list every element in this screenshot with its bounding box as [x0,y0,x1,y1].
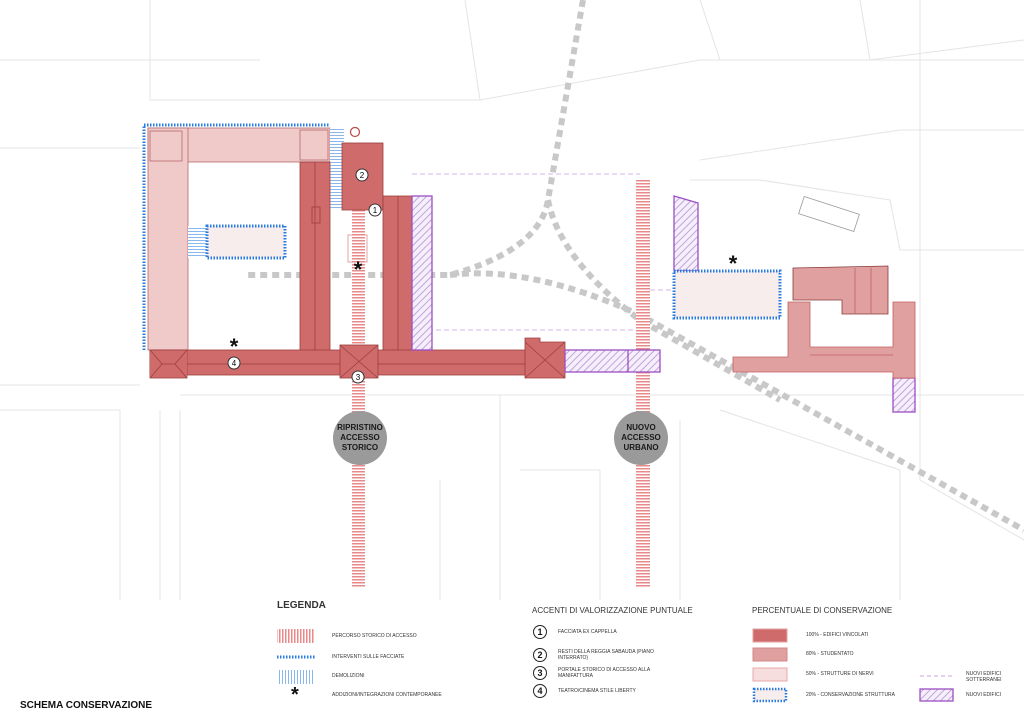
svg-text:ACCESSO: ACCESSO [621,433,661,442]
accent-label: TEATRO/CINEMA STILE LIBERTY [558,688,636,694]
demolition-area [188,226,207,258]
structure-20-right [672,269,782,320]
marker-3[interactable]: 3 [351,370,365,384]
svg-text:2: 2 [360,171,365,180]
historic-path-left [352,210,365,588]
facade-intervention-line [142,123,330,350]
conservation-label: 50% - STRUTTURE DI NERVI [806,671,874,677]
svg-text:ACCESSO: ACCESSO [340,433,380,442]
new-buildings-label: NUOVI EDIFICI [966,692,1002,698]
accent-number: 3 [537,668,542,678]
svg-text:STORICO: STORICO [342,443,378,452]
underground-label: NUOVI EDIFICI SOTTERRANEI [966,671,1002,683]
access-urban[interactable]: NUOVO ACCESSO URBANO [614,411,668,465]
accent-label: PORTALE STORICO DI ACCESSO ALLA MANIFATT… [558,667,650,679]
marker-4[interactable]: 4 [227,356,241,370]
accent-number: 2 [537,650,542,660]
svg-text:1: 1 [373,206,378,215]
swatch-80 [752,647,788,662]
legend-title: LEGENDA [277,600,326,611]
svg-text:RIPRISTINO: RIPRISTINO [337,423,383,432]
accent-number: 1 [537,627,542,637]
conservation-label: 20% - CONSERVAZIONE STRUTTURA [806,692,895,698]
accent-circles [533,625,547,698]
page-title: SCHEMA CONSERVAZIONE [20,700,153,711]
accent-number: 4 [537,686,542,696]
dashed-routes [245,0,1024,533]
chapel-footprint [347,234,368,263]
legend-swatch-path [277,629,315,643]
legend-swatch-demolition [277,670,315,684]
legend-item-label: ADDIZIONI/INTEGRAZIONI CONTEMPORANEE [332,692,442,698]
new-buildings [411,195,916,413]
swatch-100 [752,628,788,643]
marker-1[interactable]: 1 [368,203,382,217]
svg-text:4: 4 [232,359,237,368]
legend-item-label: DEMOLIZIONI [332,673,365,679]
swatch-50 [752,667,788,682]
demolition-area [330,128,344,210]
legend-item-label: PERCORSO STORICO DI ACCESSO [332,633,417,639]
svg-text:3: 3 [356,373,361,382]
accents-title: ACCENTI DI VALORIZZAZIONE PUNTUALE [532,606,693,615]
asterisk-marker: * [230,334,239,359]
asterisk-marker: * [729,251,738,276]
conservation-label: 100% - EDIFICI VINCOLATI [806,632,869,638]
conservation-title: PERCENTUALE DI CONSERVAZIONE [752,606,893,615]
conservation-label: 80% - STUDENTATO [806,651,854,657]
small-circle-marker [349,126,361,138]
svg-text:NUOVO: NUOVO [626,423,655,432]
building-50-nervi [147,127,331,351]
building-80-studentato [732,265,916,379]
marker-2[interactable]: 2 [355,168,369,182]
structure-20-left [205,224,287,260]
accent-label: RESTI DELLA REGGIA SABAUDA (PIANO INTERR… [558,649,654,661]
asterisk-marker: * [354,257,363,282]
underground-outline [412,173,672,331]
asterisk-icon: * [291,684,299,706]
swatch-20 [752,687,788,703]
building-100-vincolati [149,142,566,379]
accent-label: FACCIATA EX CAPPELLA [558,629,617,635]
context-lines [0,0,1024,600]
swatch-new [919,688,954,702]
context-building [798,195,860,233]
access-historic[interactable]: RIPRISTINO ACCESSO STORICO [333,411,387,465]
legend-item-label: INTERVENTI SULLE FACCIATE [332,654,405,660]
svg-text:URBANO: URBANO [623,443,658,452]
historic-path-right [636,180,650,588]
